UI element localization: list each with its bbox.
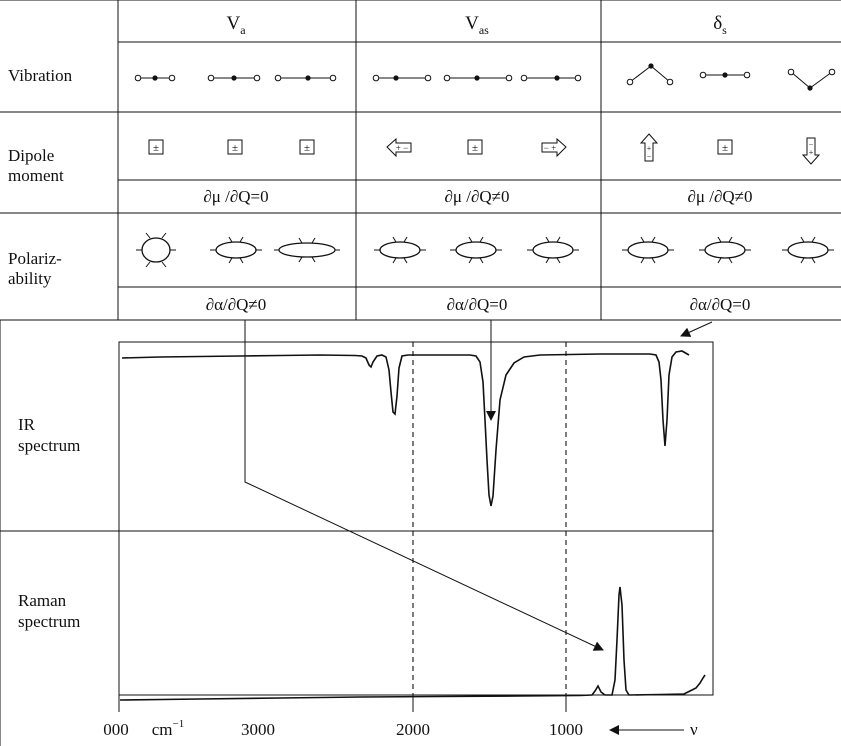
row-label-polarizability: Polariz-ability xyxy=(8,249,62,288)
col-header-va: Va xyxy=(226,13,246,37)
dipole-vas-shapes: + − ± − + xyxy=(386,137,567,158)
svg-text:−: − xyxy=(809,140,814,149)
raman-spectrum-curve xyxy=(119,586,706,701)
dipole-derivative-va: ∂μ /∂Q=0 xyxy=(203,187,268,206)
col-header-vas: Vas xyxy=(465,13,489,37)
ir-spectrum-curve xyxy=(121,350,690,507)
svg-text:+: + xyxy=(647,144,652,153)
dipole-va-boxes: ± ± ± xyxy=(148,139,315,155)
dipole-derivative-deltas: ∂μ /∂Q≠0 xyxy=(688,187,753,206)
svg-text:±: ± xyxy=(722,142,728,154)
vibration-vas-molecules xyxy=(372,74,582,82)
x-axis xyxy=(118,695,567,712)
arrow-deltas-to-ir xyxy=(680,321,713,337)
x-axis-unit: cm−1 xyxy=(152,718,185,739)
vibration-deltas-molecules xyxy=(626,63,836,91)
polarizability-va-ellipsoids xyxy=(136,232,340,268)
svg-text:− +: − + xyxy=(544,143,556,153)
arrow-va-to-raman xyxy=(244,320,604,651)
svg-text:±: ± xyxy=(232,142,238,154)
dipole-derivative-vas: ∂μ /∂Q≠0 xyxy=(445,187,510,206)
nu-symbol: ν xyxy=(690,720,698,739)
polarizability-deltas-ellipsoids xyxy=(622,236,834,264)
dipole-deltas-shapes: + − ± − + xyxy=(639,133,821,165)
svg-text:+ −: + − xyxy=(396,143,408,153)
col-header-deltas: δs xyxy=(713,13,727,37)
svg-text:−: − xyxy=(647,152,652,161)
svg-text:+: + xyxy=(809,148,814,157)
table-grid xyxy=(0,0,841,321)
x-tick-label: 000 xyxy=(103,720,129,739)
x-tick-label: 3000 xyxy=(241,720,275,739)
polarizability-derivative-deltas: ∂α/∂Q=0 xyxy=(690,295,751,314)
svg-text:±: ± xyxy=(304,142,310,154)
polarizability-vas-ellipsoids xyxy=(374,236,579,264)
polarizability-derivative-vas: ∂α/∂Q=0 xyxy=(447,295,508,314)
polarizability-derivative-va: ∂α/∂Q≠0 xyxy=(206,295,267,314)
x-tick-label: 1000 xyxy=(549,720,583,739)
svg-text:±: ± xyxy=(472,142,478,154)
row-label-vibration: Vibration xyxy=(8,66,73,85)
svg-text:±: ± xyxy=(153,142,159,154)
x-tick-label: 2000 xyxy=(396,720,430,739)
vibration-va-molecules xyxy=(134,74,337,82)
spectra-frame xyxy=(0,320,714,746)
